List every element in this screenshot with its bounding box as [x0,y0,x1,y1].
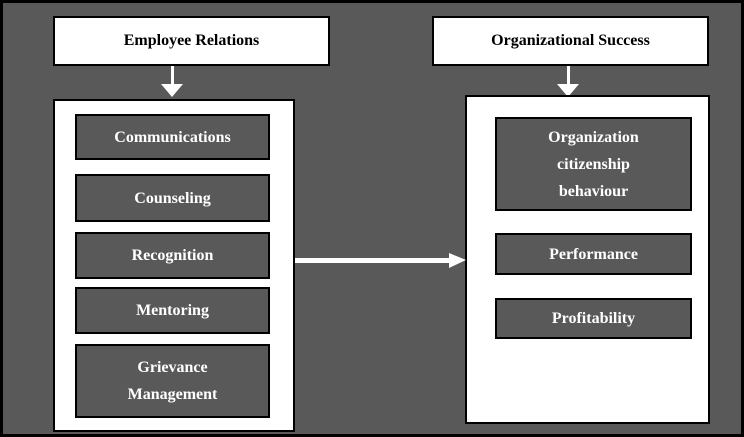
node-grievance-management-label: Grievance Management [127,359,218,403]
node-organization-citizenship-behaviour-label: Organization citizenship behaviour [548,128,639,200]
node-mentoring: Mentoring [75,287,270,334]
node-counseling: Counseling [75,174,270,222]
node-mentoring-label: Mentoring [136,302,209,319]
arrow-right-icon [295,258,449,263]
node-profitability: Profitability [495,298,692,339]
arrow-down-icon [567,66,570,84]
arrow-down-icon [161,84,183,97]
node-counseling-label: Counseling [134,189,211,207]
organizational-success-header-label: Organizational Success [491,32,650,49]
node-communications-label: Communications [114,128,231,146]
node-profitability-label: Profitability [551,310,636,327]
node-recognition: Recognition [75,232,270,279]
node-recognition-label: Recognition [131,247,214,264]
organizational-success-header-box: Organizational Success [432,16,709,66]
node-organization-citizenship-behaviour: Organization citizenship behaviour [495,117,692,211]
node-grievance-management: Grievance Management [75,344,270,418]
arrow-right-icon [449,253,466,268]
employee-relations-header-box: Employee Relations [53,16,330,66]
node-performance: Performance [495,233,692,275]
arrow-down-icon [557,84,579,97]
node-performance-label: Performance [549,245,638,263]
arrow-down-icon [171,66,174,84]
node-communications: Communications [75,114,270,160]
employee-relations-header-label: Employee Relations [123,32,260,49]
